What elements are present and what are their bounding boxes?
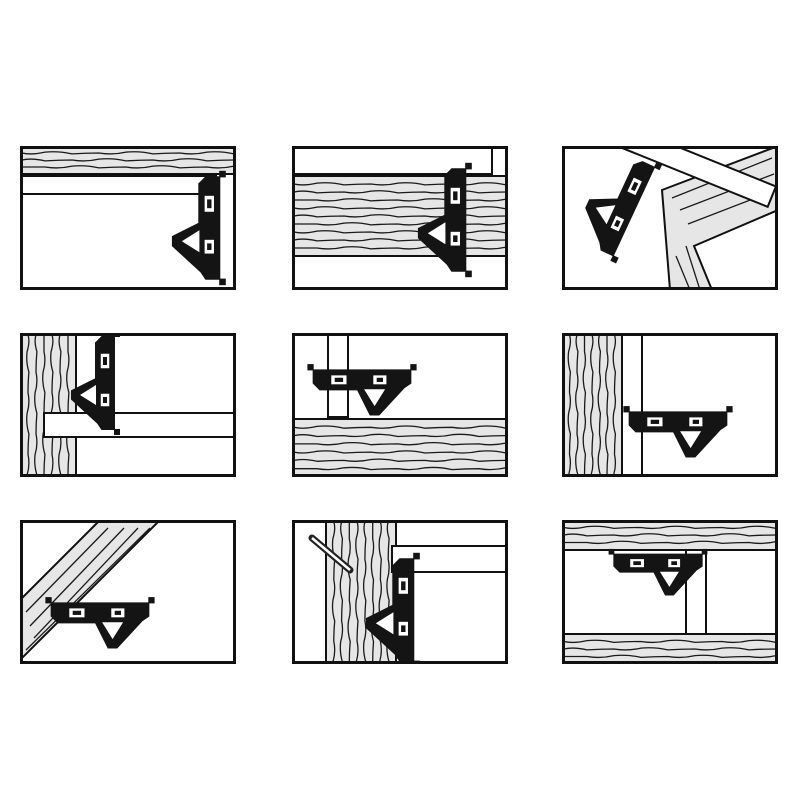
ruler-blade (20, 175, 217, 195)
panel-2 (292, 146, 508, 290)
panel-3 (562, 146, 778, 290)
combination-square (585, 161, 663, 264)
wood-board (292, 418, 508, 477)
panel-4 (20, 333, 236, 477)
panel-illustration (20, 146, 236, 290)
combination-square (608, 548, 708, 596)
panel-frame (20, 146, 236, 290)
panel-frame (20, 333, 236, 477)
ruler-blade-angled (590, 146, 778, 209)
combination-square (45, 597, 155, 649)
wood-board (292, 175, 508, 257)
panel-illustration (562, 146, 778, 290)
panel-frame (292, 146, 508, 290)
panel-8 (292, 520, 508, 664)
wood-post (562, 333, 623, 477)
combination-square (623, 406, 733, 458)
panel-illustration (562, 333, 778, 477)
panel-illustration (292, 520, 508, 664)
ruler-blade (43, 412, 236, 438)
wood-board-top (562, 520, 778, 551)
panel-6 (562, 333, 778, 477)
wood-board-diagonal (20, 520, 162, 662)
wood-board-bottom (562, 633, 778, 664)
wood-post (20, 333, 77, 477)
panel-9 (562, 520, 778, 664)
panel-illustration (292, 333, 508, 477)
wood-board-top (20, 146, 236, 175)
panel-frame (562, 333, 778, 477)
panel-frame (562, 520, 778, 664)
combination-square (171, 170, 226, 286)
panel-illustration (20, 520, 236, 664)
combination-square (71, 333, 120, 435)
panel-illustration (20, 333, 236, 477)
panel-frame (20, 520, 236, 664)
panel-frame (292, 520, 508, 664)
panel-frame (292, 333, 508, 477)
panel-frame (562, 146, 778, 290)
panel-illustration (292, 146, 508, 290)
combination-square (417, 162, 472, 278)
panel-5 (292, 333, 508, 477)
panel-1 (20, 146, 236, 290)
combination-square (307, 364, 417, 416)
combination-square (365, 552, 420, 664)
panel-7 (20, 520, 236, 664)
pencil (308, 534, 354, 574)
panel-illustration (562, 520, 778, 664)
ruler-blade (621, 333, 643, 477)
